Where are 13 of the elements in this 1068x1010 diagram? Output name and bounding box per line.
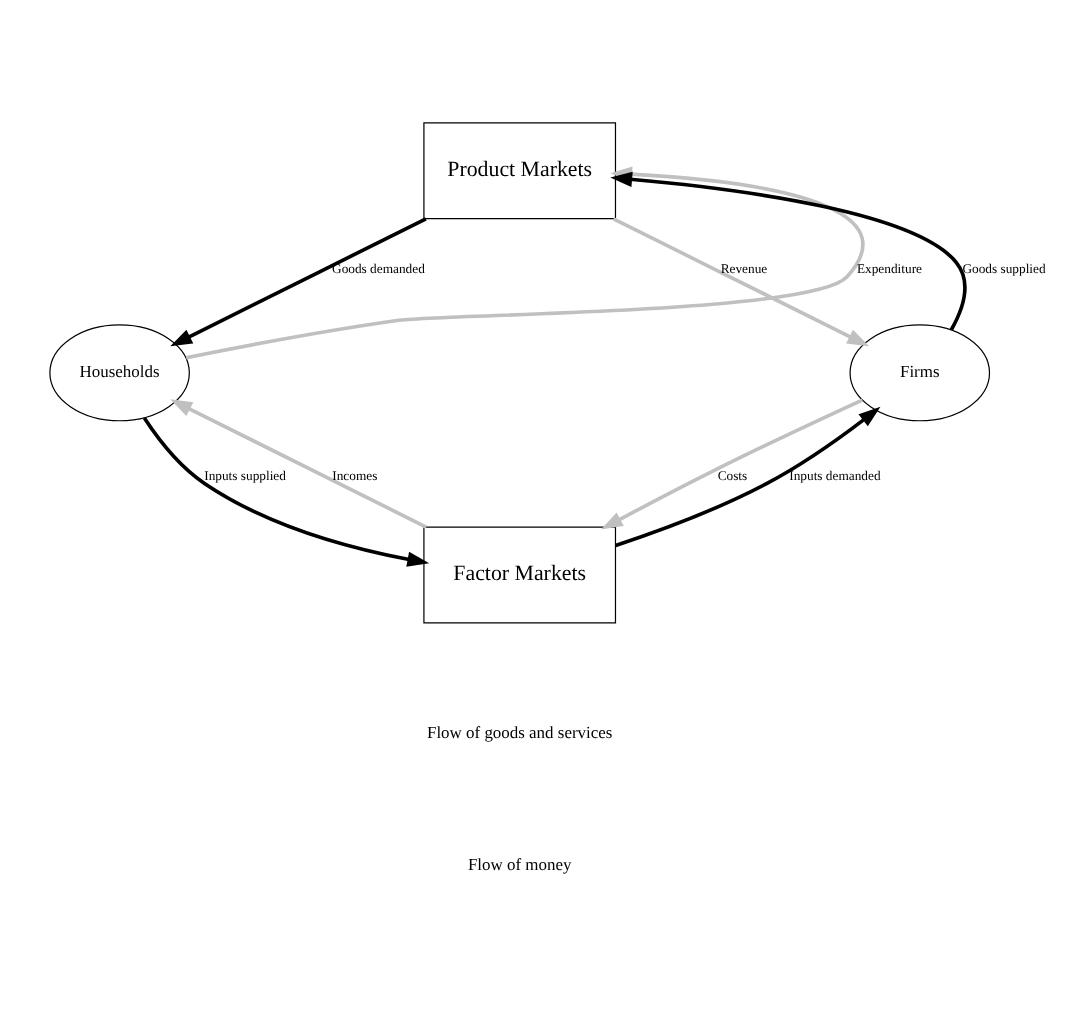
arrow <box>142 416 430 567</box>
arrow <box>170 399 427 529</box>
arrow <box>600 398 863 530</box>
legend-label: Flow of money <box>467 853 572 874</box>
arrow <box>610 171 967 331</box>
node-ellipse: Firms <box>849 324 991 422</box>
arrow <box>170 217 427 347</box>
node-box: Factor Markets <box>423 526 617 624</box>
legend-label: Flow of goods and services <box>427 721 613 742</box>
arrow <box>615 406 881 548</box>
node-box: Product Markets <box>423 122 617 220</box>
arrow <box>612 217 870 347</box>
node-ellipse: Households <box>49 324 190 422</box>
